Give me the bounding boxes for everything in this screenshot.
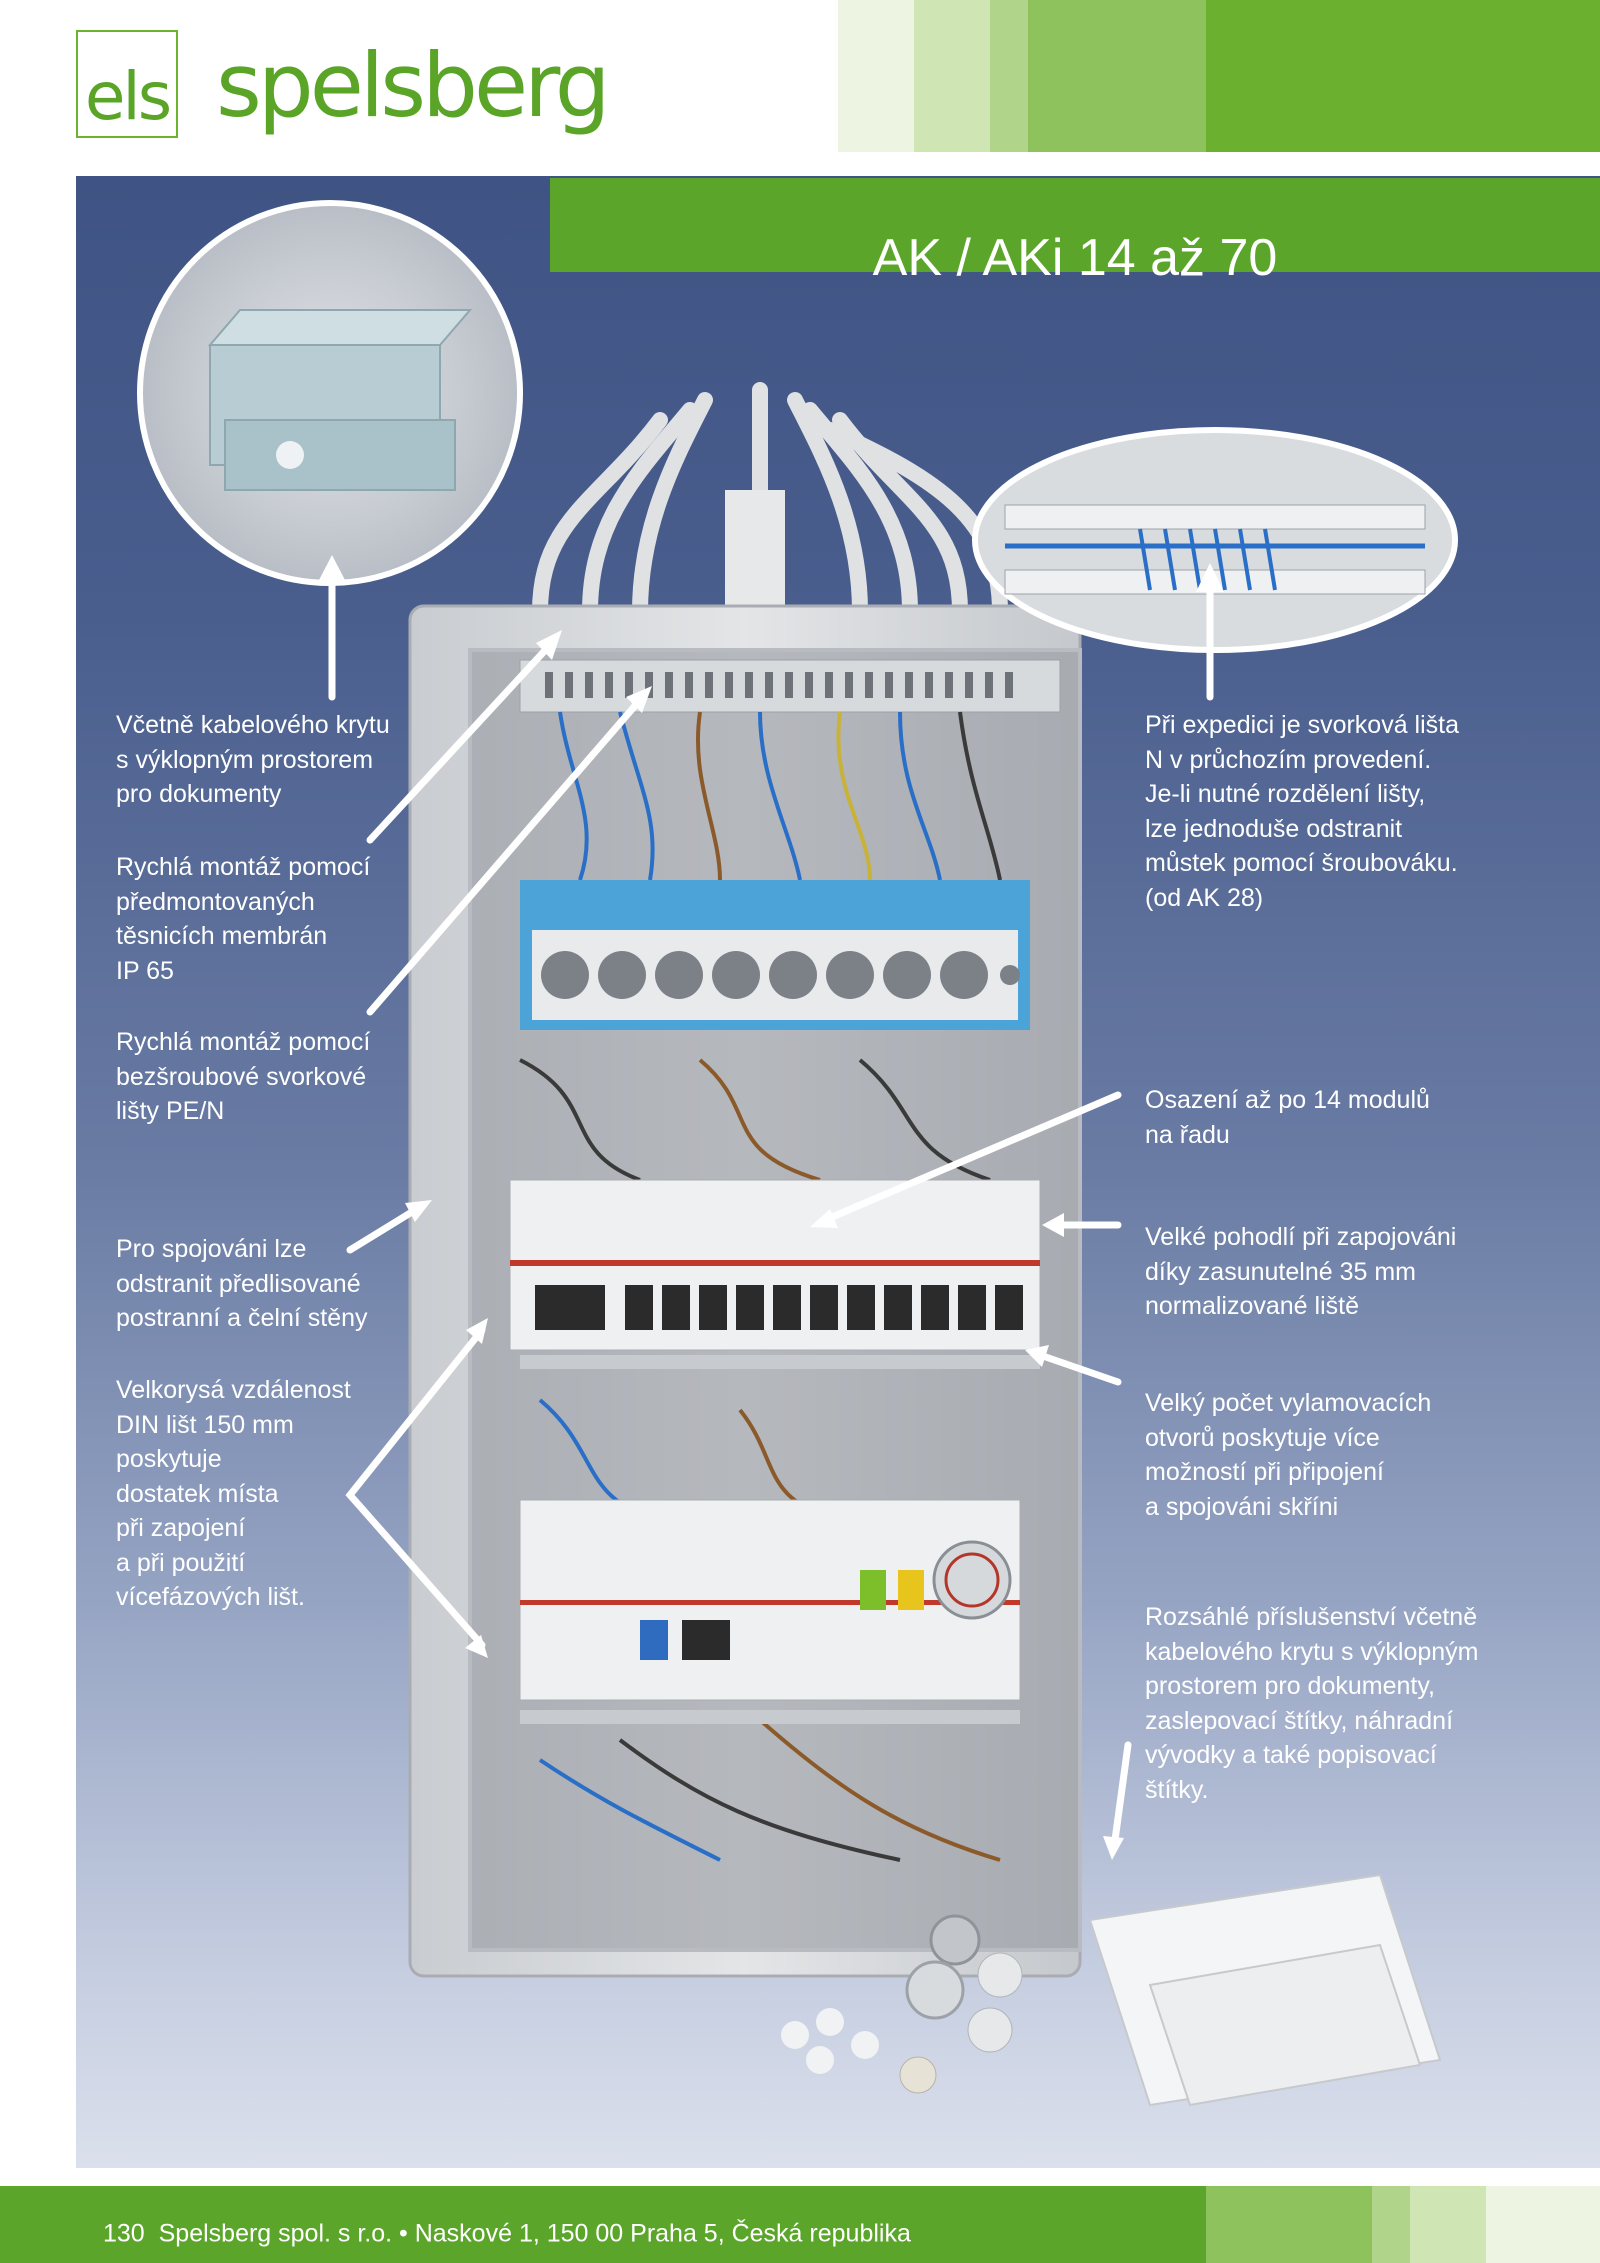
footer-stripe: [1372, 2186, 1410, 2263]
title-bar: AK / AKi 14 až 70: [550, 178, 1600, 284]
arrow-line: [366, 641, 554, 844]
callout-knockouts: Velký počet vylamovacích otvorů poskytuj…: [1145, 1389, 1432, 1521]
footer-stripe: [1486, 2186, 1600, 2263]
footer-stripe: [1410, 2186, 1486, 2263]
callout-modules-per-row: Osazení až po 14 modulů na řadu: [1145, 1086, 1430, 1149]
header-stripe: [1028, 0, 1206, 152]
callout-terminal-strip-pe-n: Rychlá montáž pomocí bezšroubové svorkov…: [116, 1028, 371, 1125]
footer-address: Spelsberg spol. s r.o. • Naskové 1, 150 …: [158, 2219, 911, 2248]
cable-gland: [725, 490, 785, 620]
header-stripe: [1206, 0, 1600, 152]
els-logo-text: els: [84, 58, 172, 135]
footer-stripe: [1206, 2186, 1372, 2263]
callout-removable-walls: Pro spojováni lze odstranit předlisované…: [116, 1235, 368, 1332]
callout-cable-cover: Včetně kabelového krytu s výklopným pros…: [116, 711, 390, 808]
arrow-line: [366, 696, 644, 1016]
header-stripe: [838, 0, 914, 152]
arrow-line: [1111, 1741, 1132, 1844]
header-stripe: [914, 0, 990, 152]
arrow-line: [346, 1203, 424, 1254]
callout-accessories: Rozsáhlé příslušenství včetně kabelového…: [1145, 1603, 1479, 1804]
footer-text: 130 Spelsberg spol. s r.o. • Naskové 1, …: [103, 2220, 911, 2249]
page-number: 130: [103, 2219, 145, 2248]
spelsberg-logo-wordmark: spelsberg: [216, 34, 611, 137]
arrow-line: [1036, 1351, 1122, 1386]
callout-membranes: Rychlá montáž pomocí předmontovaných těs…: [116, 853, 371, 985]
arrow-line: [821, 1091, 1122, 1224]
els-logo-mark: els: [76, 30, 178, 138]
callout-arrows: [328, 571, 1214, 1844]
arrow-line: [345, 1326, 486, 1649]
arrow-heads: [318, 555, 1224, 1860]
callout-din-rail: Velké pohodlí při zapojováni díky zasunu…: [1145, 1223, 1457, 1320]
header-stripe: [990, 0, 1028, 152]
callout-neutral-strip: Při expedici je svorková lišta N v průch…: [1145, 711, 1460, 912]
callout-din-spacing: Velkorysá vzdálenost DIN lišt 150 mm pos…: [116, 1376, 351, 1611]
accessories: [781, 1873, 1442, 2107]
page-title: AK / AKi 14 až 70: [872, 228, 1278, 287]
